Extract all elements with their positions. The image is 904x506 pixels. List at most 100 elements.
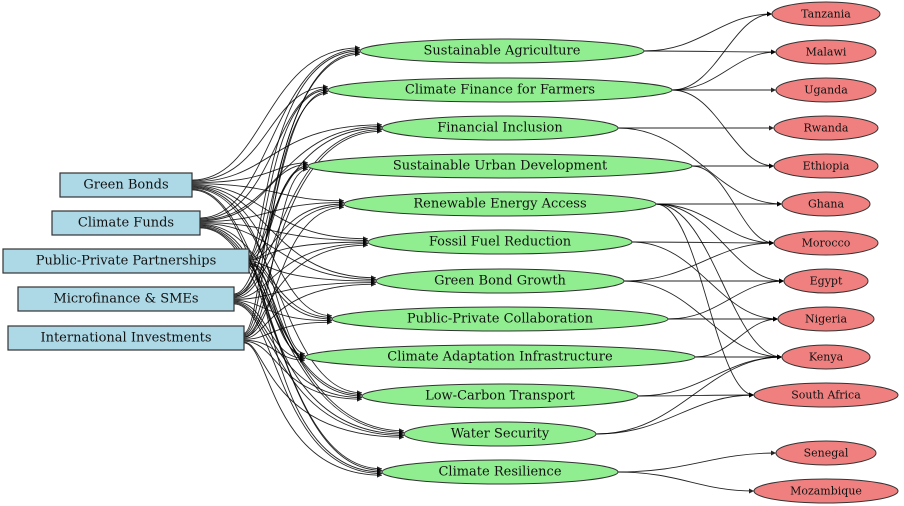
theme-node-fin-incl[interactable]: Financial Inclusion	[381, 115, 619, 141]
country-label: Egypt	[810, 275, 843, 288]
edge-ppp-to-fossil_red	[248, 239, 369, 261]
edge-intl_invest-to-water_sec	[243, 341, 405, 440]
edge-climate_funds-to-water_sec	[199, 226, 405, 435]
edge-green_bonds-to-water_sec	[191, 188, 405, 434]
theme-label: Public-Private Collaboration	[407, 312, 594, 327]
theme-node-ppc[interactable]: Public-Private Collaboration	[331, 306, 669, 332]
theme-ellipse	[343, 191, 657, 217]
edge-green_bonds-to-low_carbon	[191, 187, 363, 396]
country-node-south-africa[interactable]: South Africa	[753, 382, 899, 408]
edge-climate_funds-to-cf_farmers	[199, 85, 329, 220]
country-node-tanzania[interactable]: Tanzania	[771, 1, 881, 27]
theme-ellipse	[403, 421, 597, 447]
country-ellipse	[753, 478, 899, 504]
edge-microfinance-to-clim_res	[233, 303, 383, 477]
theme-label: Water Security	[451, 427, 550, 442]
source-label: Public-Private Partnerships	[36, 254, 217, 269]
country-label: Nigeria	[805, 313, 847, 326]
source-box	[59, 172, 193, 198]
source-node-green-bonds[interactable]: Green Bonds	[59, 172, 193, 198]
edge-intl_invest-to-gb_growth	[243, 281, 377, 339]
edge-cf_farmers-to-tanzania	[671, 11, 773, 91]
edge-clim_res-to-senegal	[617, 450, 777, 473]
edge-microfinance-to-water_sec	[233, 302, 405, 439]
edges-layer	[191, 11, 785, 494]
edge-renew_energy-to-south_africa	[655, 203, 755, 398]
source-node-microfinance[interactable]: Microfinance & SMEs	[17, 286, 235, 312]
edge-ppp-to-sust_agri	[248, 48, 361, 257]
edge-intl_invest-to-sust_agri	[243, 51, 361, 334]
country-node-mozambique[interactable]: Mozambique	[753, 478, 899, 504]
country-node-ethiopia[interactable]: Ethiopia	[773, 153, 879, 179]
theme-label: Low-Carbon Transport	[425, 389, 576, 404]
country-node-morocco[interactable]: Morocco	[773, 230, 879, 256]
theme-ellipse	[359, 38, 645, 64]
edge-climate_funds-to-fossil_red	[199, 222, 369, 243]
theme-node-cf-farmers[interactable]: Climate Finance for Farmers	[327, 77, 673, 103]
theme-label: Climate Resilience	[438, 465, 561, 480]
country-ellipse	[777, 306, 875, 332]
country-node-nigeria[interactable]: Nigeria	[777, 306, 875, 332]
source-label: International Investments	[40, 331, 211, 346]
theme-node-renew-energy[interactable]: Renewable Energy Access	[343, 191, 657, 217]
edge-ppp-to-sust_urban	[248, 163, 309, 260]
country-node-senegal[interactable]: Senegal	[775, 440, 877, 466]
theme-label: Sustainable Urban Development	[393, 159, 608, 174]
theme-node-sust-agri[interactable]: Sustainable Agriculture	[359, 38, 645, 64]
edge-green_bonds-to-gb_growth	[191, 185, 377, 281]
country-node-uganda[interactable]: Uganda	[775, 77, 877, 103]
theme-ellipse	[331, 306, 669, 332]
theme-ellipse	[361, 383, 639, 409]
theme-ellipse	[375, 268, 625, 294]
edge-intl_invest-to-clim_res	[243, 342, 383, 478]
edge-microfinance-to-sust_urban	[233, 165, 309, 298]
theme-node-gb-growth[interactable]: Green Bond Growth	[375, 268, 625, 294]
edge-green_bonds-to-clim_res	[191, 189, 383, 472]
edge-green_bonds-to-sust_urban	[191, 160, 309, 184]
edge-intl_invest-to-sust_urban	[243, 166, 309, 337]
theme-node-low-carbon[interactable]: Low-Carbon Transport	[361, 383, 639, 409]
country-node-ghana[interactable]: Ghana	[781, 191, 871, 217]
edge-intl_invest-to-ppc	[243, 319, 333, 340]
theme-label: Sustainable Agriculture	[424, 44, 581, 59]
source-label: Climate Funds	[78, 216, 174, 231]
theme-node-water-sec[interactable]: Water Security	[403, 421, 597, 447]
country-ellipse	[773, 115, 879, 141]
source-node-ppp[interactable]: Public-Private Partnerships	[2, 248, 250, 274]
theme-node-clim-res[interactable]: Climate Resilience	[381, 459, 619, 485]
edge-green_bonds-to-adapt_infra	[191, 186, 306, 357]
edge-ppp-to-renew_energy	[248, 201, 345, 261]
theme-node-sust-urban[interactable]: Sustainable Urban Development	[307, 153, 693, 179]
country-node-egypt[interactable]: Egypt	[783, 268, 869, 294]
theme-label: Climate Finance for Farmers	[405, 83, 595, 98]
edge-microfinance-to-ppc	[233, 299, 333, 324]
edge-climate_funds-to-sust_agri	[199, 46, 361, 219]
country-ellipse	[771, 1, 881, 27]
country-node-malawi[interactable]: Malawi	[775, 39, 877, 65]
edge-ppc-to-egypt	[667, 278, 785, 320]
edge-climate_funds-to-low_carbon	[199, 225, 363, 397]
edge-renew_energy-to-morocco	[655, 203, 775, 246]
edge-intl_invest-to-low_carbon	[243, 340, 363, 402]
theme-node-adapt-infra[interactable]: Climate Adaptation Infrastructure	[304, 344, 696, 370]
country-node-rwanda[interactable]: Rwanda	[773, 115, 879, 141]
country-label: Ghana	[808, 198, 845, 211]
source-node-intl-invest[interactable]: International Investments	[7, 325, 245, 351]
country-node-kenya[interactable]: Kenya	[781, 344, 871, 370]
country-label: Uganda	[804, 84, 848, 97]
edge-adapt_infra-to-nigeria	[694, 316, 779, 358]
source-node-climate-funds[interactable]: Climate Funds	[51, 210, 201, 236]
theme-ellipse	[304, 344, 696, 370]
country-label: Rwanda	[804, 122, 849, 135]
edge-climate_funds-to-clim_res	[199, 227, 383, 473]
country-ellipse	[773, 230, 879, 256]
country-ellipse	[781, 344, 871, 370]
theme-node-fossil-red[interactable]: Fossil Fuel Reduction	[367, 229, 633, 255]
edge-microfinance-to-fin_incl	[233, 127, 383, 297]
edge-microfinance-to-fossil_red	[233, 241, 369, 299]
country-label: Senegal	[804, 447, 849, 460]
theme-label: Climate Adaptation Infrastructure	[387, 350, 613, 365]
edge-fossil_red-to-morocco	[631, 240, 775, 246]
edge-intl_invest-to-fin_incl	[243, 128, 383, 336]
